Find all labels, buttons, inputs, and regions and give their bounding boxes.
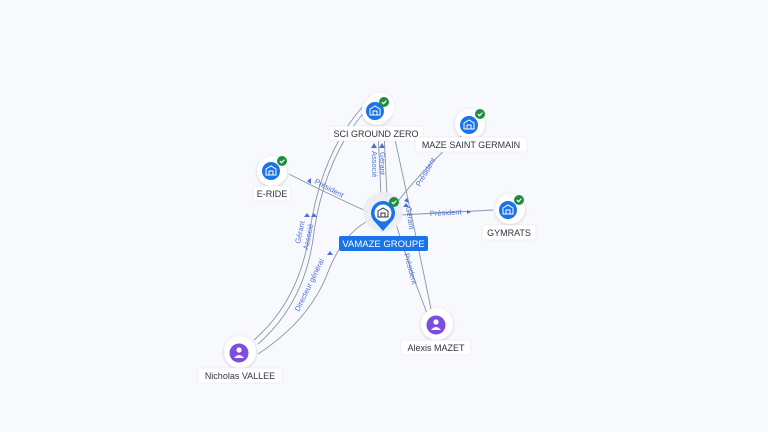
edge-label-gerant-center-sci: Gérant [378, 152, 387, 176]
edge-label-associe-center-sci: Associé [370, 151, 379, 177]
building-icon [377, 207, 389, 218]
node-label: MAZE SAINT GERMAIN [422, 140, 520, 150]
arrow-head [467, 210, 471, 214]
node-label: SCI GROUND ZERO [333, 129, 418, 139]
arrow-head [379, 143, 385, 148]
edge-directeur-nicholas-center[interactable] [257, 219, 371, 355]
node-e-ride[interactable]: E-RIDE [252, 156, 292, 202]
person-head [236, 347, 242, 353]
node-label: GYMRATS [487, 228, 531, 238]
arrow-head [311, 213, 317, 217]
node-label: Alexis MAZET [407, 343, 465, 353]
verified-badge-icon [514, 195, 524, 205]
edge-associe-center-sci[interactable] [383, 131, 388, 197]
edge-label-president-center-gymrats: Président [430, 207, 463, 218]
building-glyph [265, 165, 277, 176]
edge-label-president-center-maze: Président [414, 155, 438, 188]
person-icon [426, 315, 446, 335]
arrow-head [403, 203, 409, 207]
verified-badge-icon [277, 156, 287, 166]
edge-president-center-gymrats[interactable] [399, 209, 494, 216]
verified-badge-icon [379, 97, 389, 107]
person-icon [229, 343, 249, 363]
node-label: Nicholas VALLEE [205, 371, 275, 381]
person-body [431, 327, 441, 330]
arrow-head [404, 198, 409, 203]
node-vamaze-groupe[interactable]: VAMAZE GROUPE [339, 192, 428, 251]
building-glyph [463, 119, 475, 130]
edge-label-directeur-nicholas-center: Directeur général [293, 257, 326, 313]
arrow-head [371, 143, 377, 148]
node-label-box [197, 367, 283, 384]
edge-labels: Gérant Associé Président Président Prési… [293, 151, 463, 313]
arrow-head [304, 213, 310, 217]
building-glyph [369, 105, 381, 116]
node-sci-ground-zero[interactable]: SCI GROUND ZERO [328, 91, 424, 142]
center-label-box [339, 236, 428, 251]
node-gymrats[interactable]: GYMRATS [481, 194, 537, 241]
arrow-head [327, 251, 333, 255]
node-nicholas-vallee[interactable]: Nicholas VALLEE [197, 336, 283, 384]
node-label-box [252, 185, 292, 202]
edge-label-president-alexis-center: Président [402, 252, 419, 286]
node-label-box [400, 339, 472, 356]
edge-gerant-alexis-sci[interactable] [391, 125, 433, 315]
building-glyph [502, 204, 514, 215]
edge-president-alexis-center[interactable] [395, 223, 429, 317]
node-label: E-RIDE [257, 189, 288, 199]
person-head [433, 319, 439, 325]
person-body [234, 355, 244, 358]
edge-gerant-center-sci[interactable] [377, 131, 382, 197]
node-label-box [328, 125, 424, 142]
node-alexis-mazet[interactable]: Alexis MAZET [400, 308, 472, 356]
edge-president-center-eride[interactable] [288, 173, 369, 213]
node-maze-saint-germain[interactable]: MAZE SAINT GERMAIN [414, 109, 528, 153]
verified-badge-icon [475, 109, 485, 119]
center-label: VAMAZE GROUPE [342, 239, 424, 250]
verified-badge-icon [389, 197, 399, 207]
node-label-box [414, 136, 528, 153]
node-label-box [481, 224, 537, 241]
edge-label-gerant-alexis-sci: Gérant [404, 206, 416, 231]
arrow-head [307, 178, 311, 184]
